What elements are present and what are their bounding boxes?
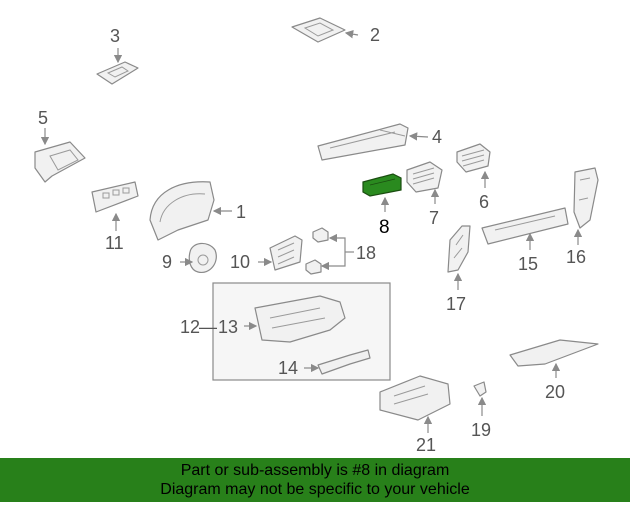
part-info-banner: Part or sub-assembly is #8 in diagram Di… <box>0 458 630 502</box>
callout-20: 20 <box>545 382 565 402</box>
banner-line-1: Part or sub-assembly is #8 in diagram <box>180 462 450 479</box>
part-17-shape[interactable] <box>447 225 471 273</box>
callout-8: 8 <box>379 217 390 238</box>
callout-21: 21 <box>416 435 436 455</box>
part-15-shape[interactable] <box>481 207 569 245</box>
part-16-shape[interactable] <box>573 167 599 229</box>
part-1-shape[interactable] <box>149 181 215 241</box>
callout-4: 4 <box>432 127 442 147</box>
part-8-shape[interactable] <box>362 173 402 197</box>
part-19-shape[interactable] <box>473 381 487 397</box>
callout-9: 9 <box>162 252 172 272</box>
callout-6: 6 <box>479 192 489 212</box>
callout-18: 18 <box>356 243 376 263</box>
part-3-shape[interactable] <box>96 61 139 85</box>
part-2-shape[interactable] <box>291 17 346 43</box>
exploded-parts-diagram: 2 3 4 5 6 7 8 11 1 9 10 18 17 15 16 12 —… <box>34 17 599 455</box>
part-13-shape[interactable] <box>254 295 346 343</box>
part-7-shape[interactable] <box>406 161 443 193</box>
callout-17: 17 <box>446 294 466 314</box>
part-21-shape[interactable] <box>379 375 451 421</box>
callout-13: 13 <box>218 317 238 337</box>
callout-3: 3 <box>110 26 120 46</box>
callout-7: 7 <box>429 208 439 228</box>
callout-10: 10 <box>230 252 250 272</box>
callout-1: 1 <box>236 202 246 222</box>
part-4-shape[interactable] <box>317 123 409 161</box>
callout-11: 11 <box>105 233 124 253</box>
callout-19: 19 <box>471 420 491 440</box>
callout-15: 15 <box>518 254 538 274</box>
banner-line-2: Diagram may not be specific to your vehi… <box>160 481 470 498</box>
part-11-shape[interactable] <box>91 181 139 213</box>
callout-16: 16 <box>566 247 586 267</box>
part-6-shape[interactable] <box>456 143 491 173</box>
callout-12: 12 <box>180 317 200 337</box>
part-20-shape[interactable] <box>509 339 599 367</box>
part-14-shape[interactable] <box>317 349 371 375</box>
part-10-shape[interactable] <box>269 235 303 271</box>
callout-12-13-separator: — <box>199 317 217 337</box>
callout-2: 2 <box>370 25 380 45</box>
part-9-shape[interactable] <box>188 242 217 274</box>
part-5-shape[interactable] <box>34 141 86 183</box>
callout-5: 5 <box>38 108 48 128</box>
callout-14: 14 <box>278 358 298 378</box>
part-18-shape[interactable] <box>305 227 329 275</box>
